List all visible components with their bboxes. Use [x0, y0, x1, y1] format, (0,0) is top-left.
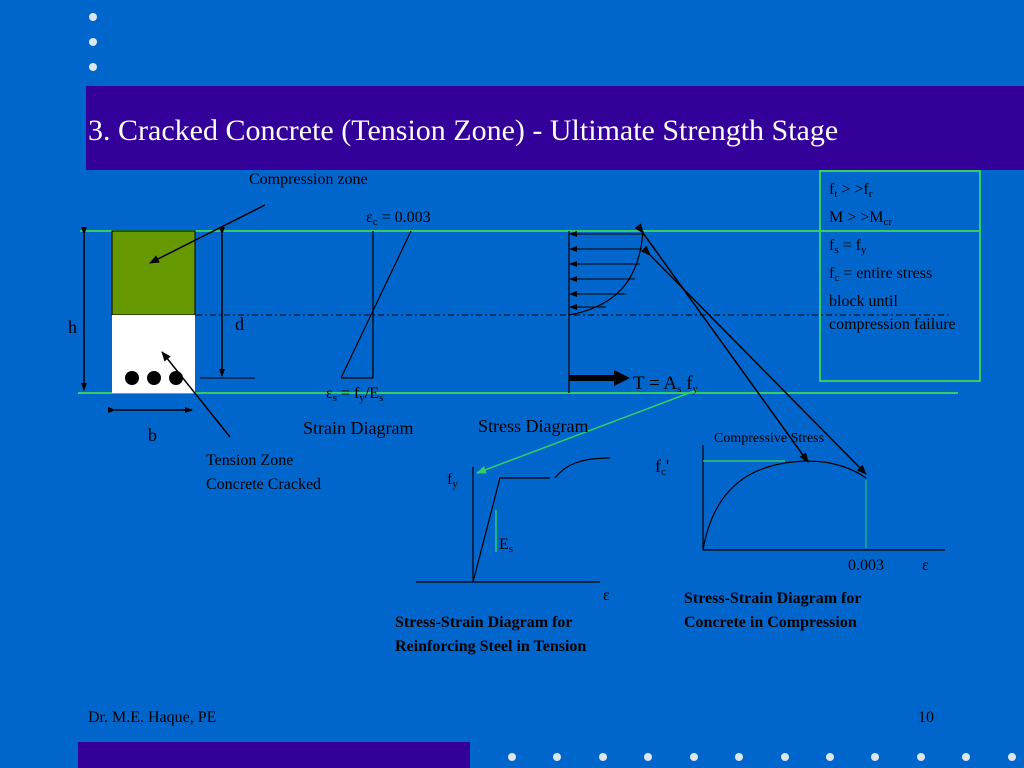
b-label: b: [148, 425, 157, 445]
footer-dot: [962, 753, 970, 761]
bullet-dot: [89, 63, 97, 71]
stress-block-curve: [568, 230, 644, 316]
tension-zone-pointer: [161, 351, 231, 438]
concrete-fc-label: fc': [655, 456, 670, 478]
footer-dot: [599, 753, 607, 761]
compression-block: [111, 230, 196, 316]
h-label: h: [68, 317, 77, 337]
compression-zone-pointer: [149, 204, 266, 264]
connector-arrow: [640, 245, 867, 475]
concrete-caption-2: Concrete in Compression: [684, 614, 857, 631]
strain-bottom-label: εs = fy/Es: [326, 385, 384, 404]
steel-es-label: Es: [499, 536, 514, 555]
concrete-curve: [702, 460, 867, 551]
steel-eps-label: ε: [603, 587, 610, 604]
slide-title: 3. Cracked Concrete (Tension Zone) - Ult…: [88, 114, 839, 147]
footer-dot: [871, 753, 879, 761]
tension-force-arrowhead: [614, 370, 630, 386]
rebar: [169, 371, 183, 385]
compression-zone-label: Compression zone: [249, 171, 368, 188]
footer-dot: [553, 753, 561, 761]
footer-dot: [644, 753, 652, 761]
condition-line: fc = entire stress block until compressi…: [829, 265, 956, 333]
bullet-dot: [89, 13, 97, 21]
footer-dot: [917, 753, 925, 761]
strain-line: [340, 230, 412, 379]
connector-arrow: [634, 223, 809, 463]
footer-dot: [781, 753, 789, 761]
footer-dot: [1008, 753, 1016, 761]
footer-author: Dr. M.E. Haque, PE: [88, 709, 217, 726]
concrete-eps-label: ε: [922, 557, 929, 574]
strain-top-label: εc = 0.003: [366, 209, 431, 228]
steel-strain-hardening: [554, 457, 611, 479]
steel-curve: [472, 477, 550, 583]
title-bar: [86, 86, 1024, 170]
tension-zone-label: Tension Zone: [206, 452, 294, 469]
steel-connector-arrow: [476, 389, 698, 474]
condition-line: fs = fy: [829, 237, 867, 256]
concrete-cracked-label: Concrete Cracked: [206, 476, 322, 493]
tension-force-label: T = As fy: [633, 373, 699, 395]
bullet-dot: [89, 38, 97, 46]
strain-diagram-label: Strain Diagram: [303, 418, 414, 438]
steel-caption-2: Reinforcing Steel in Tension: [395, 638, 587, 655]
footer-dot: [508, 753, 516, 761]
concrete-caption-1: Stress-Strain Diagram for: [684, 590, 862, 607]
bottom-bar: [78, 742, 470, 768]
footer-dot: [826, 753, 834, 761]
steel-fy-label: fy: [447, 471, 458, 490]
rebar: [125, 371, 139, 385]
concrete-strain-value: 0.003: [848, 557, 884, 574]
concrete-top-label: Compressive Stress: [714, 431, 825, 446]
condition-line: M > >Mcr: [829, 209, 893, 228]
stress-diagram-label: Stress Diagram: [478, 416, 589, 436]
conditions-box: ft > >fr M > >Mcr fs = fy fc = entire st…: [819, 170, 981, 382]
footer-dot: [735, 753, 743, 761]
d-label: d: [235, 314, 244, 334]
footer-dot: [690, 753, 698, 761]
condition-line: ft > >fr: [829, 181, 873, 200]
steel-caption-1: Stress-Strain Diagram for: [395, 614, 573, 631]
rebar: [147, 371, 161, 385]
page-number: 10: [918, 709, 934, 726]
